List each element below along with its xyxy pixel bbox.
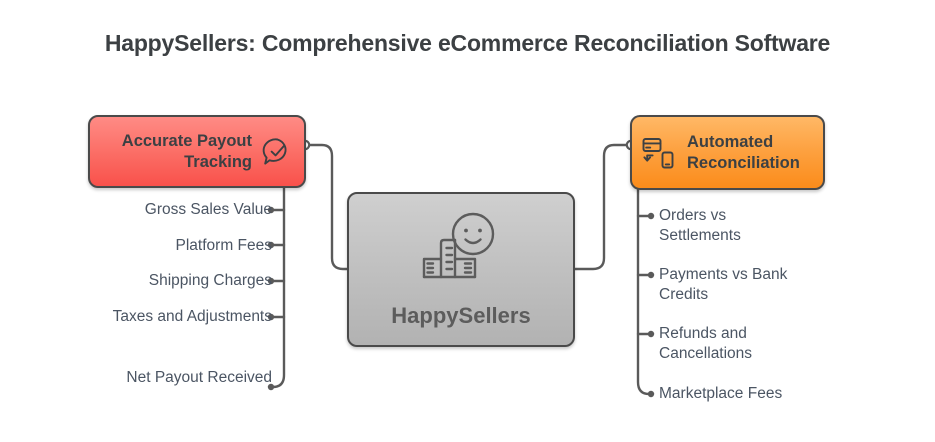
list-item[interactable]: Shipping Charges xyxy=(148,272,272,289)
card-phone-sync-icon xyxy=(640,134,678,172)
left-branch-spine xyxy=(269,186,286,389)
list-item[interactable]: Payments vs Bank Credits xyxy=(659,266,788,303)
right-branch-spine xyxy=(636,188,653,396)
left-branch-items: Gross Sales Value Platform Fees Shipping… xyxy=(60,0,272,442)
list-item[interactable]: Refunds and Cancellations xyxy=(659,325,753,362)
happy-face-buildings-icon xyxy=(415,211,507,289)
node-reconciliation-label: Automated Reconciliation xyxy=(687,132,800,172)
leaf-dot xyxy=(647,330,655,338)
list-item[interactable]: Platform Fees xyxy=(175,237,272,254)
list-item[interactable]: Marketplace Fees xyxy=(659,385,783,402)
connector-endpoints xyxy=(299,139,637,151)
center-node-label: HappySellers xyxy=(391,302,531,328)
list-item[interactable]: Gross Sales Value xyxy=(144,201,272,218)
leaf-dot xyxy=(647,271,655,279)
connector-reconciliation-to-center xyxy=(573,143,629,271)
node-center-happysellers[interactable]: HappySellers xyxy=(347,192,575,347)
leaf-dot xyxy=(647,390,655,398)
list-item[interactable]: Net Payout Received xyxy=(126,369,272,386)
list-item[interactable]: Taxes and Adjustments xyxy=(112,308,272,325)
leaf-dot xyxy=(647,212,655,220)
node-automated-reconciliation[interactable]: Automated Reconciliation xyxy=(630,115,825,190)
right-branch-items: Orders vs Settlements Payments vs Bank C… xyxy=(659,0,889,442)
node-payout-label: Accurate Payout Tracking xyxy=(121,131,252,171)
node-accurate-payout-tracking[interactable]: Accurate Payout Tracking xyxy=(88,115,306,188)
page-title: HappySellers: Comprehensive eCommerce Re… xyxy=(104,30,831,56)
connector-payout-to-center xyxy=(307,143,349,271)
speech-bubble-check-icon xyxy=(260,135,294,169)
list-item[interactable]: Orders vs Settlements xyxy=(659,207,741,244)
